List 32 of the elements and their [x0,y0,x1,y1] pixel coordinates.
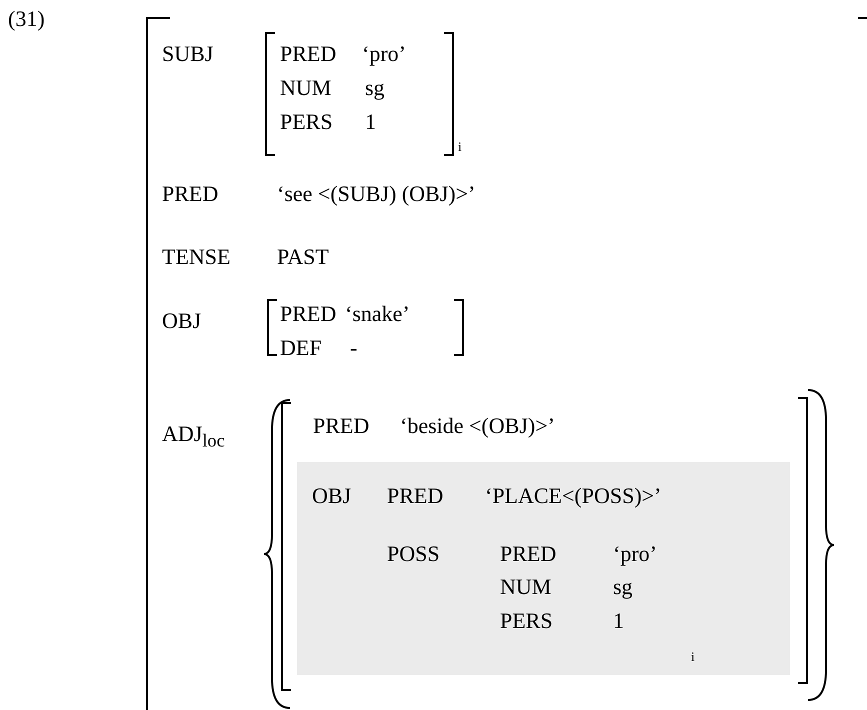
attribute-name: OBJ [162,310,202,332]
attribute-value: ‘pro’ [613,543,657,565]
attribute-name: PRED [313,415,370,437]
attribute-value: ‘beside <(OBJ)>’ [400,415,555,437]
attribute-name: PERS [280,111,333,133]
attribute-value: ‘PLACE<(POSS)>’ [485,485,662,507]
attribute-value: sg [365,77,385,99]
attribute-value: PAST [277,246,329,268]
attribute-name: PRED [162,183,218,205]
attribute-value: ‘snake’ [345,303,410,325]
attribute-value: 1 [365,111,376,133]
attribute-name: PRED [500,543,556,565]
attribute-name: NUM [500,576,552,598]
attribute-name: ADJ$_{loc}$ [162,423,225,450]
attribute-name: DEF [280,337,322,359]
attribute-value: ‘see <(SUBJ) (OBJ)>’ [277,183,476,205]
attribute-name: NUM [280,77,332,99]
index-subscript: i [691,650,695,663]
attribute-name: PRED [280,303,336,325]
index-subscript: i [458,140,462,153]
attribute-value: 1 [613,610,624,632]
attribute-name: POSS [387,543,440,565]
attribute-name: PRED [280,43,336,65]
attribute-name: PERS [500,610,553,632]
example-number: (31) [8,8,45,30]
attribute-name: SUBJ [162,43,214,65]
attribute-value: sg [613,576,633,598]
attribute-value: - [350,337,358,359]
attribute-name: PRED [387,485,444,507]
attribute-value: ‘pro’ [362,43,406,65]
attribute-name: OBJ [312,485,352,507]
attribute-name: TENSE [162,246,230,268]
